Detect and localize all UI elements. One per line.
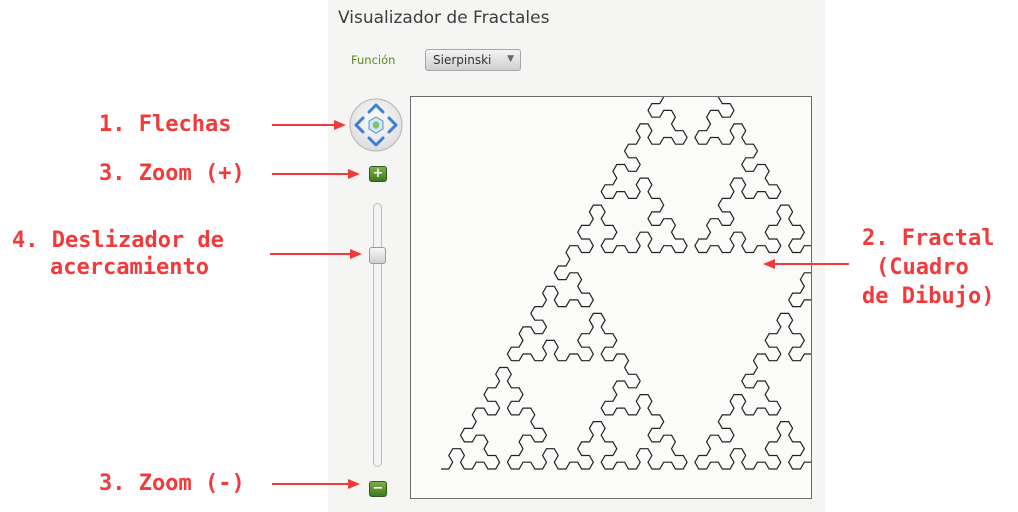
pan-navigation-control[interactable]: [348, 97, 404, 153]
arrow-down-icon: [367, 136, 385, 147]
fractal-canvas[interactable]: [410, 96, 812, 499]
center-reset-icon: [368, 116, 384, 134]
annotation-fractal-line3: de Dibujo): [862, 284, 995, 309]
page-title: Visualizador de Fractales: [338, 8, 550, 28]
annotation-arrow-2: [272, 169, 360, 179]
sierpinski-curve: [441, 97, 811, 470]
annotation-zoom-out: 3. Zoom (-): [99, 471, 245, 496]
annotation-fractal-line1: 2. Fractal: [862, 226, 995, 251]
arrow-up-icon: [367, 103, 385, 114]
annotation-arrow-1: [272, 120, 346, 130]
annotation-arrow-4: [272, 479, 360, 489]
function-select[interactable]: Sierpinski ▼: [425, 49, 521, 71]
function-select-value: Sierpinski: [433, 53, 492, 67]
annotation-arrows: 1. Flechas: [99, 112, 232, 137]
zoom-in-button[interactable]: +: [369, 166, 387, 182]
arrow-pad-icon: [349, 98, 403, 152]
annotation-slider-line1: 4. Deslizador de: [12, 228, 224, 253]
zoom-out-button[interactable]: −: [369, 481, 387, 497]
arrow-right-icon: [387, 116, 398, 134]
zoom-slider-handle[interactable]: [369, 246, 386, 264]
fractal-drawing: [441, 97, 811, 470]
annotation-arrow-5: [763, 259, 849, 269]
annotation-zoom-in: 3. Zoom (+): [99, 161, 245, 186]
annotation-slider-line2: acercamiento: [50, 255, 209, 280]
zoom-slider-track[interactable]: [373, 203, 382, 467]
annotation-fractal-line2: (Cuadro: [876, 255, 969, 280]
chevron-down-icon: ▼: [507, 54, 514, 64]
arrow-left-icon: [354, 116, 365, 134]
annotation-arrow-3: [270, 249, 362, 259]
function-label: Función: [351, 53, 396, 67]
